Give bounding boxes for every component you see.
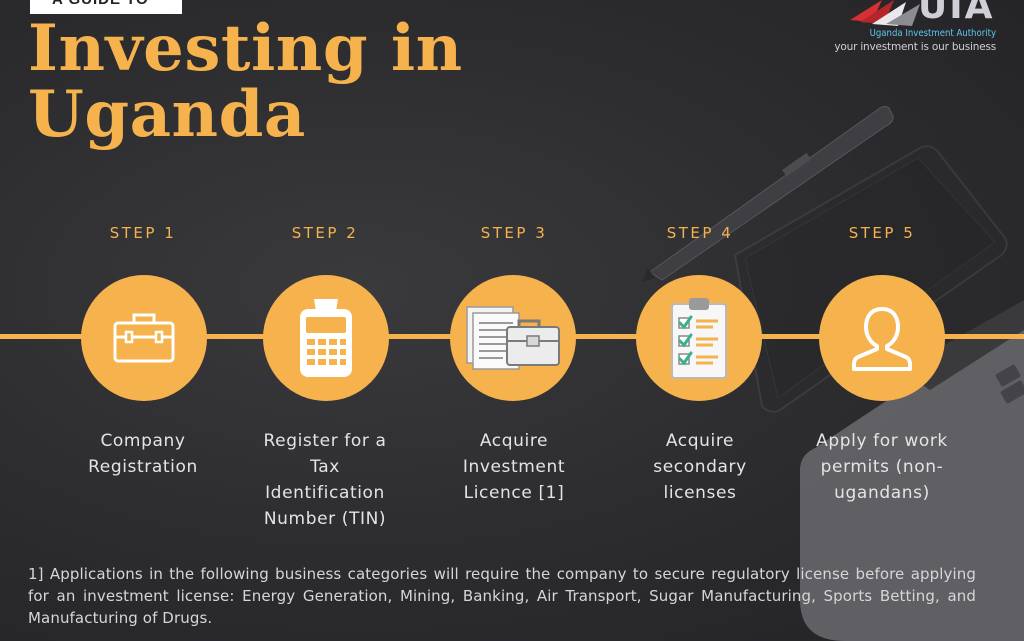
user-icon bbox=[852, 307, 912, 371]
step-description: Acquire Investment Licence [1] bbox=[462, 431, 566, 503]
step-label: STEP 2 bbox=[291, 224, 359, 242]
step-label: STEP 1 bbox=[109, 224, 177, 242]
guide-tag-text: A GUIDE TO bbox=[52, 0, 149, 8]
logo-mark-icon bbox=[850, 0, 920, 26]
step-icon-circle bbox=[450, 275, 576, 401]
briefcase-icon bbox=[113, 313, 175, 363]
step-description: Acquire secondary licenses bbox=[653, 431, 747, 503]
checklist-clipboard-icon bbox=[671, 298, 727, 379]
step-icon-circle bbox=[636, 275, 762, 401]
pen-silhouette bbox=[642, 105, 894, 282]
cash-register-icon bbox=[300, 299, 352, 377]
logo-motto: your investment is our business bbox=[834, 41, 996, 53]
logo-organization: Uganda Investment Authority bbox=[869, 28, 996, 39]
step-description: Apply for work permits (non- ugandans) bbox=[816, 431, 948, 503]
title-line-1: Investing in bbox=[28, 11, 463, 86]
guide-tag: A GUIDE TO bbox=[30, 0, 182, 14]
step-icon-circle bbox=[819, 275, 945, 401]
uia-logo: UIA Uganda Investment Authority your inv… bbox=[834, 0, 1008, 60]
step-description: Company Registration bbox=[88, 431, 198, 477]
documents-briefcase-icon bbox=[466, 306, 560, 370]
step-label: STEP 3 bbox=[480, 224, 548, 242]
logo-acronym: UIA bbox=[918, 0, 995, 27]
page-title: Investing in Uganda bbox=[28, 16, 463, 148]
title-line-2: Uganda bbox=[28, 77, 306, 152]
footnote: 1] Applications in the following busines… bbox=[28, 565, 976, 627]
step-icon-circle bbox=[81, 275, 207, 401]
step-label: STEP 4 bbox=[666, 224, 734, 242]
step-label: STEP 5 bbox=[848, 224, 916, 242]
step-icon-circle bbox=[263, 275, 389, 401]
step-description: Register for a Tax Identification Number… bbox=[263, 431, 387, 529]
